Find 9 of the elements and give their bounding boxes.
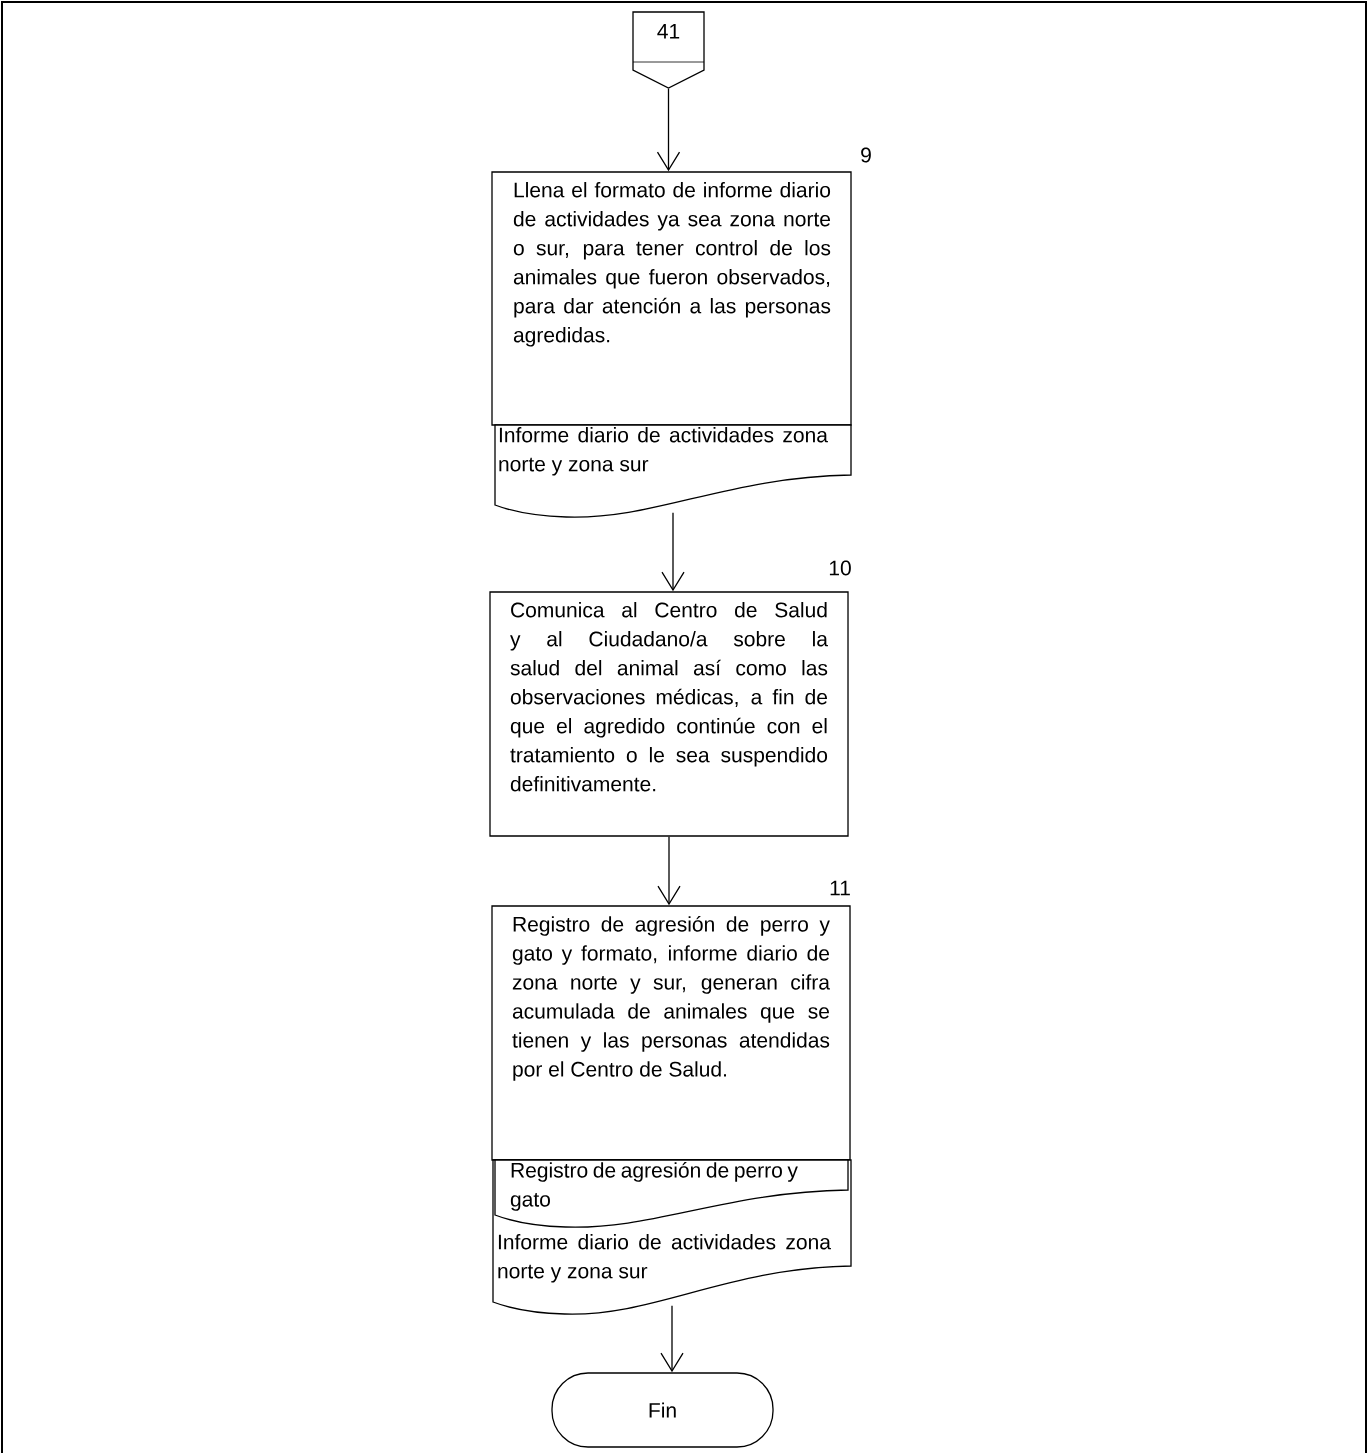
step-number: 10 [829,560,851,576]
arrow [660,1305,684,1373]
arrow [657,836,681,906]
arrow [661,512,685,592]
step-number: 11 [830,880,850,896]
process-box: Comunica al Centro de Salud y al Ciudadano/a sobre la salud del animal así como las observaciones médicas, a fin de que el agredido continúe con el tratamiento o le sea suspendido definitivamente. [489,591,849,837]
off-page-connector: 41 [632,11,705,89]
arrow [656,88,681,172]
step-number: 9 [861,147,871,163]
